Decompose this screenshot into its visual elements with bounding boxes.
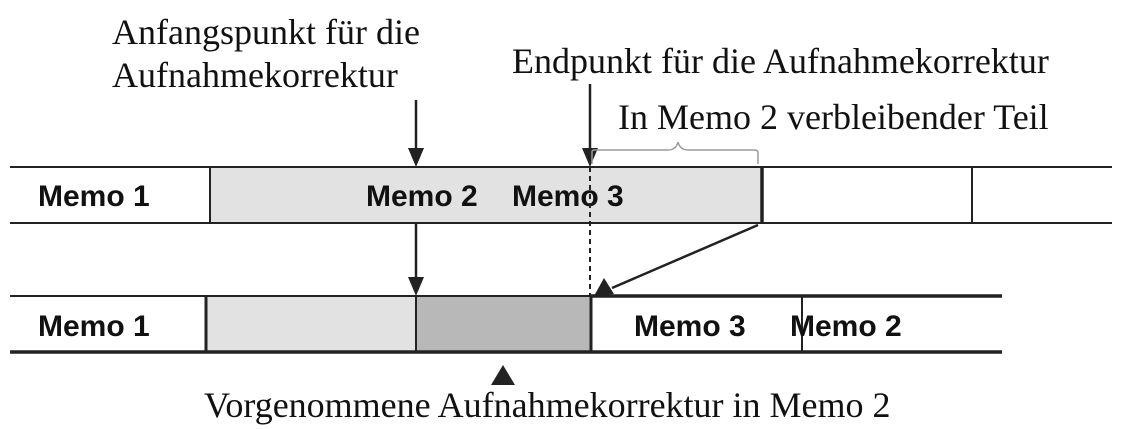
top-bar: Memo 1 Memo 2 Memo 3	[10, 166, 1112, 224]
move-arrow	[594, 223, 759, 296]
bottom-bar-memo1-label: Memo 1	[38, 310, 150, 343]
correction-marker-triangle	[491, 365, 515, 385]
end-point-arrow-head	[582, 148, 598, 167]
move-arrow-head	[594, 278, 614, 296]
bottom-bar-memo3-label: Memo 3	[634, 310, 746, 343]
top-bar-memo2-label: Memo 2	[366, 180, 478, 213]
top-bar-memo1-label: Memo 1	[38, 180, 150, 213]
start-point-marker	[408, 100, 424, 296]
top-bar-memo2-3-segment	[210, 167, 762, 223]
bottom-bar-memo2-light-segment	[206, 296, 416, 352]
start-point-arrow-upper-head	[408, 148, 424, 167]
end-point-marker	[582, 84, 598, 296]
start-point-arrow-lower-head	[408, 277, 424, 296]
bottom-bar-corrected-segment	[416, 296, 591, 352]
correction-made-label: Vorgenommene Aufnahmekorrektur in Memo 2	[204, 385, 891, 425]
start-point-label-line2: Aufnahmekorrektur	[112, 55, 398, 95]
remaining-part-label: In Memo 2 verbleibender Teil	[618, 97, 1049, 137]
move-arrow-shaft	[611, 223, 759, 290]
start-point-label-line1: Anfangspunkt für die	[112, 12, 420, 52]
top-bar-memo3-label: Memo 3	[512, 180, 624, 213]
remaining-part-brace	[591, 141, 759, 164]
end-point-label: Endpunkt für die Aufnahmekorrektur	[512, 41, 1049, 81]
bottom-bar-memo2-label: Memo 2	[790, 310, 902, 343]
bottom-bar: Memo 1 Memo 3 Memo 2	[10, 294, 1002, 354]
